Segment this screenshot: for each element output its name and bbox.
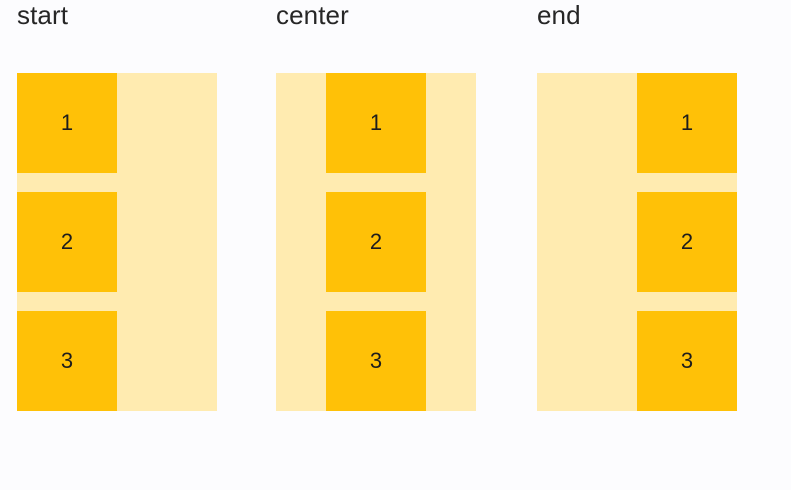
column-label-start: start <box>17 0 69 30</box>
flex-item[interactable]: 3 <box>637 311 737 411</box>
flex-item[interactable]: 1 <box>17 73 117 173</box>
flex-item-label: 2 <box>680 229 694 254</box>
flex-container-start: 1 2 3 <box>17 73 217 411</box>
flex-item-label: 3 <box>680 348 694 373</box>
flex-item[interactable]: 2 <box>637 192 737 292</box>
flex-item[interactable]: 3 <box>326 311 426 411</box>
flex-item-label: 1 <box>369 110 383 135</box>
flex-item-label: 3 <box>369 348 383 373</box>
demo-column-start: start 1 2 3 <box>17 0 217 411</box>
column-label-center: center <box>276 0 349 30</box>
flex-item-label: 3 <box>60 348 74 373</box>
demo-column-center: center 1 2 3 <box>276 0 476 411</box>
flex-item[interactable]: 1 <box>326 73 426 173</box>
flex-item-label: 2 <box>369 229 383 254</box>
flex-item[interactable]: 2 <box>326 192 426 292</box>
flex-container-end: 1 2 3 <box>537 73 737 411</box>
column-label-end: end <box>537 0 581 30</box>
flex-container-center: 1 2 3 <box>276 73 476 411</box>
flex-item[interactable]: 3 <box>17 311 117 411</box>
flex-item-label: 1 <box>60 110 74 135</box>
flex-item-label: 1 <box>680 110 694 135</box>
demo-column-end: end 1 2 3 <box>537 0 737 411</box>
flex-item[interactable]: 1 <box>637 73 737 173</box>
flex-item-label: 2 <box>60 229 74 254</box>
flex-item[interactable]: 2 <box>17 192 117 292</box>
